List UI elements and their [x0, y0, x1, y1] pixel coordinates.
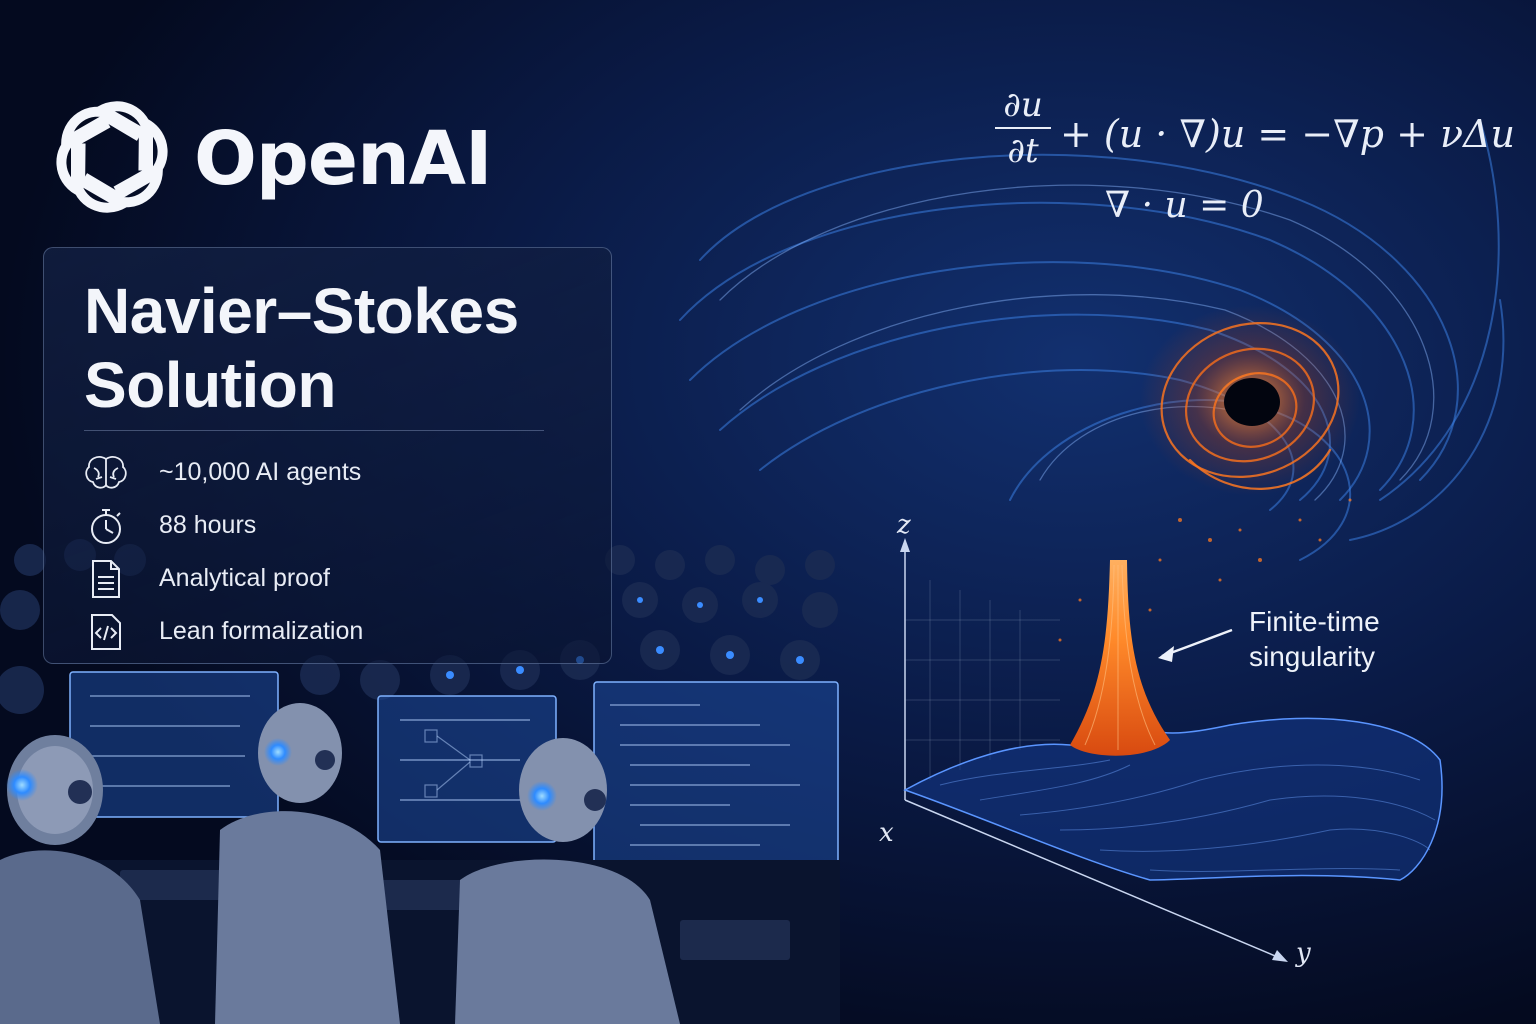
- feature-item-agents: ~10,000 AI agents: [84, 446, 363, 499]
- code-icon: [84, 610, 128, 654]
- brain-icon: [84, 451, 128, 495]
- feature-label: Lean formalization: [159, 617, 364, 645]
- feature-item-hours: 88 hours: [84, 499, 363, 552]
- info-card: Navier–Stokes Solution ~10,000 AI agents…: [43, 247, 612, 664]
- document-icon: [84, 557, 128, 601]
- feature-list: ~10,000 AI agents 88 hours Analytical pr…: [84, 446, 363, 658]
- feature-item-proof: Analytical proof: [84, 552, 363, 605]
- axis-y-label: y: [1296, 938, 1311, 968]
- openai-knot-icon: [48, 95, 176, 223]
- singularity-plot: [900, 538, 1288, 962]
- card-title-line1: Navier–Stokes: [84, 275, 519, 347]
- brand-logo: OpenAI: [48, 95, 493, 223]
- stopwatch-icon: [84, 504, 128, 548]
- annotation-line1: Finite-time: [1249, 606, 1380, 637]
- brand-name: OpenAI: [194, 116, 493, 202]
- card-title-line2: Solution: [84, 349, 336, 421]
- feature-label: ~10,000 AI agents: [159, 458, 362, 486]
- axis-z-label: z: [897, 510, 911, 540]
- feature-label: 88 hours: [159, 511, 257, 539]
- card-divider: [84, 430, 544, 431]
- axis-x-label: x: [879, 818, 894, 848]
- equation-fraction: ∂u ∂t: [995, 85, 1051, 171]
- robot-agents: [0, 703, 680, 1024]
- momentum-equation: + (u · ∇)u = −∇p + νΔu: [1060, 112, 1515, 156]
- fraction-numerator: ∂u: [1003, 85, 1043, 125]
- continuity-equation: ∇ · u = 0: [1105, 185, 1264, 226]
- card-title: Navier–Stokes Solution: [84, 274, 519, 422]
- feature-item-lean: Lean formalization: [84, 605, 363, 658]
- annotation-line2: singularity: [1249, 641, 1376, 672]
- feature-label: Analytical proof: [159, 564, 330, 592]
- singularity-annotation: Finite-time singularity: [1249, 604, 1380, 674]
- fraction-denominator: ∂t: [1007, 131, 1039, 171]
